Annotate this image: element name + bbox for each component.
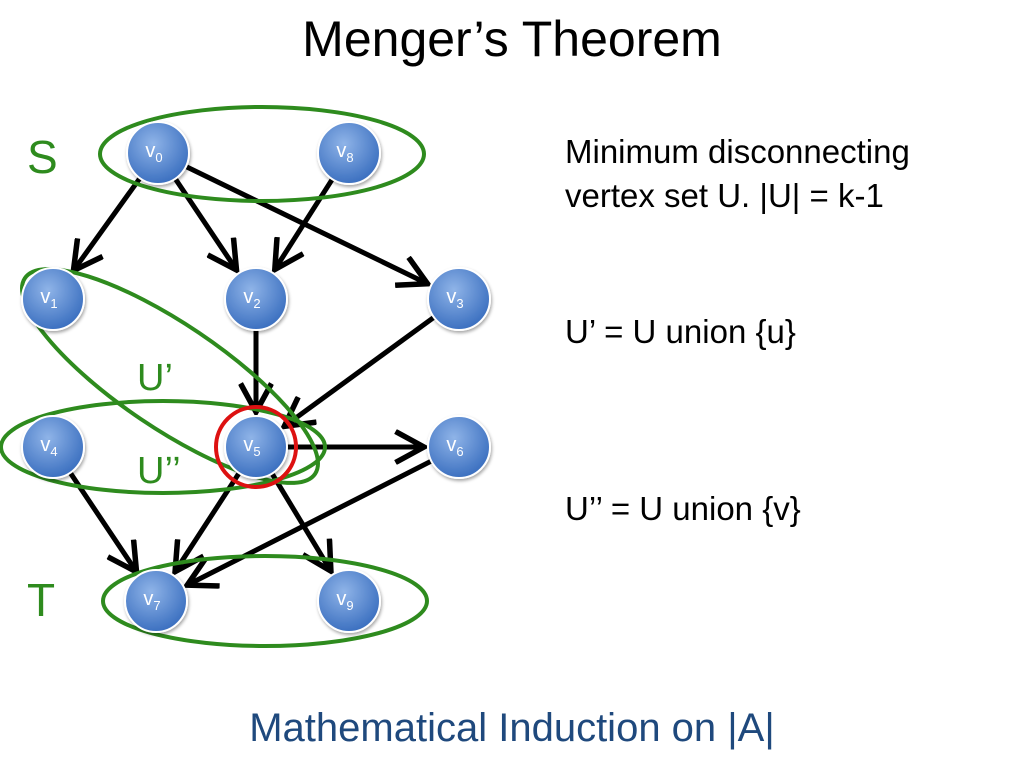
vertex-subscript: 2 — [253, 296, 260, 311]
vertex-v9: v9 — [317, 569, 381, 633]
edge-v5-v9 — [266, 467, 331, 571]
vertex-v4: v4 — [21, 415, 85, 479]
vertex-circle — [317, 569, 381, 633]
footer-caption: Mathematical Induction on |A| — [249, 706, 775, 750]
edge-v5-v7 — [175, 466, 245, 572]
set-label-u-double-prime: U’’ — [137, 450, 181, 492]
vertex-v0: v0 — [126, 121, 190, 185]
edge-v8-v2 — [275, 172, 338, 269]
vertex-v5: v5 — [224, 415, 288, 479]
side-note-u-prime: U’ = U union {u} — [565, 313, 796, 350]
vertex-circle — [124, 569, 188, 633]
vertex-v3: v3 — [427, 267, 491, 331]
vertex-subscript: 1 — [50, 296, 57, 311]
set-s-outline — [98, 105, 426, 203]
set-u-prime-outline — [20, 267, 320, 485]
vertex-v1: v1 — [21, 267, 85, 331]
vertex-subscript: 7 — [153, 598, 160, 613]
vertex-circle — [317, 121, 381, 185]
edge-v0-v1 — [73, 171, 146, 270]
vertex-subscript: 3 — [456, 296, 463, 311]
vertex-v7: v7 — [124, 569, 188, 633]
vertex-circle — [224, 415, 288, 479]
vertex-circle — [126, 121, 190, 185]
vertex-circle — [224, 267, 288, 331]
edge-v6-v7 — [187, 456, 438, 585]
vertex-v2: v2 — [224, 267, 288, 331]
vertex-v6: v6 — [427, 415, 491, 479]
vertex-subscript: 8 — [346, 150, 353, 165]
set-u-double-prime-outline — [0, 399, 327, 495]
edge-v0-v2 — [169, 172, 237, 270]
vertex-subscript: 0 — [155, 150, 162, 165]
highlight-ring — [214, 405, 298, 489]
vertex-subscript: 4 — [50, 444, 57, 459]
vertex-subscript: 9 — [346, 598, 353, 613]
edge-v4-v7 — [64, 466, 137, 572]
side-note-u-double-prime: U’’ = U union {v} — [565, 490, 801, 527]
slide-title: Menger’s Theorem — [302, 11, 722, 67]
edge-v3-v5 — [284, 311, 441, 427]
vertex-circle — [21, 415, 85, 479]
set-label-u-prime: U’ — [137, 357, 173, 399]
vertex-circle — [427, 415, 491, 479]
vertex-subscript: 5 — [253, 444, 260, 459]
vertex-circle — [427, 267, 491, 331]
vertex-circle — [21, 267, 85, 331]
side-note-min-set: Minimum disconnecting vertex set U. |U| … — [565, 133, 910, 214]
set-t-outline — [101, 554, 429, 648]
vertex-subscript: 6 — [456, 444, 463, 459]
set-label-t: T — [27, 574, 55, 626]
vertex-v8: v8 — [317, 121, 381, 185]
set-label-s: S — [27, 131, 58, 183]
